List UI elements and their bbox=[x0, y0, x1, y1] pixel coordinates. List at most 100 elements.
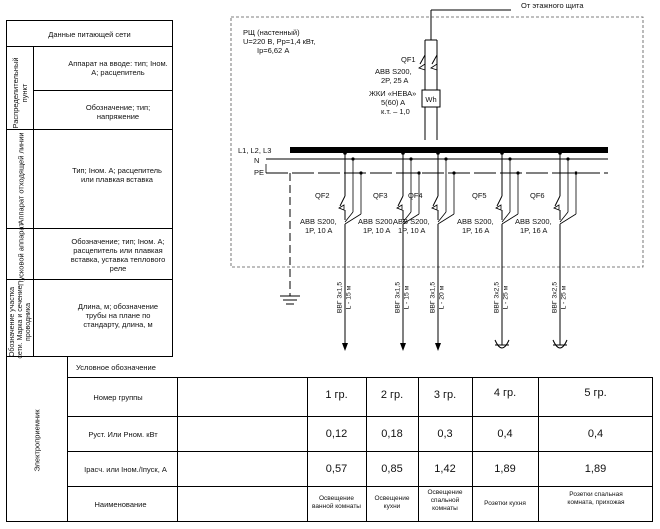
main-breaker-model: ABB S200, bbox=[375, 67, 412, 76]
group-3-name: Освещение спальной комнаты bbox=[427, 489, 463, 512]
branch-4-socket-icon bbox=[494, 339, 510, 349]
branch-3-breaker-rating: 1P, 10 A bbox=[398, 226, 426, 235]
group-2-current: 0,85 bbox=[381, 463, 403, 475]
branch-2-pe-merge bbox=[402, 213, 420, 225]
row-name-label: Наименование bbox=[94, 500, 147, 509]
branch-5-cable-length: L - 25 м bbox=[560, 285, 568, 310]
group-3-current: 1,42 bbox=[434, 463, 456, 475]
branch-3-neutral-merge bbox=[437, 211, 447, 223]
branch-4-neutral-merge bbox=[501, 211, 511, 223]
branch-5-breaker-rating: 1P, 16 A bbox=[520, 226, 548, 235]
branch-5-breaker-trip bbox=[553, 204, 560, 211]
branch-1-breaker-model: ABB S200, bbox=[300, 217, 337, 226]
branch-4-cable-spec: ВВГ 3х2,5 bbox=[493, 281, 501, 314]
group-2-power: 0,18 bbox=[381, 428, 403, 440]
branch-3-arrow-icon bbox=[435, 343, 441, 351]
branch-1-breaker-blade bbox=[339, 195, 346, 207]
row-current-label: Iрасч. или Iном./Iпуск, А bbox=[84, 465, 167, 474]
group-columns: 1 гр. 0,12 0,57 Освещение ванной комнаты… bbox=[307, 377, 653, 522]
label-divider bbox=[177, 377, 178, 522]
branch-5-pe-node bbox=[574, 171, 578, 175]
branch-4-breaker-rating: 1P, 16 A bbox=[462, 226, 490, 235]
branch-1-bus-node bbox=[343, 151, 347, 155]
group-2-name: Освещение кухни bbox=[374, 495, 410, 510]
group-4-number: 4 гр. bbox=[493, 387, 517, 399]
branch-5-neutral-node bbox=[566, 157, 570, 161]
group-5-number: 5 гр. bbox=[584, 387, 607, 399]
panel-title: РЩ (настенный) bbox=[243, 28, 300, 37]
branch-3-cable-length: L - 20 м bbox=[438, 285, 446, 310]
branch-1-breaker-id: QF2 bbox=[315, 191, 330, 200]
branch-1-pe-node bbox=[359, 171, 363, 175]
group-4-power: 0,4 bbox=[497, 428, 513, 440]
branch-1-breaker-rating: 1P, 10 A bbox=[305, 226, 333, 235]
row-number-label: Номер группы bbox=[93, 393, 143, 402]
rp-designation-text: Обозначение; тип; напряжение bbox=[85, 103, 151, 121]
branch-5-breaker-id: QF6 bbox=[530, 191, 545, 200]
group-1-name: Освещение ванной комнаты bbox=[312, 495, 361, 510]
branch-1-cable-length: L - 15 м bbox=[345, 285, 353, 310]
pe-label: PE bbox=[254, 168, 265, 177]
branch-4-breaker-model: ABB S200, bbox=[457, 217, 494, 226]
panel-boundary bbox=[230, 16, 644, 268]
branch-5-bus-node bbox=[558, 151, 562, 155]
meter-class: к.т. – 1,0 bbox=[381, 107, 410, 116]
branch-2-arrow-icon bbox=[400, 343, 406, 351]
branch-3-neutral-node bbox=[444, 157, 448, 161]
branch-5-socket-icon bbox=[552, 339, 568, 349]
group-5-power: 0,4 bbox=[587, 428, 604, 440]
branch-1-neutral-merge bbox=[344, 211, 354, 223]
branch-2-breaker-model: ABB S200, bbox=[358, 217, 395, 226]
branch-5-breaker-model: ABB S200, bbox=[515, 217, 552, 226]
rp-input-text: Аппарат на вводе: тип; Iном. А; расцепит… bbox=[68, 59, 168, 77]
branch-3-pe-merge bbox=[437, 213, 455, 225]
branch-4-breaker-blade bbox=[496, 195, 503, 207]
ground-icon bbox=[280, 295, 300, 305]
branch-5-neutral-merge bbox=[559, 211, 569, 223]
row-power-label: Руст. Или Рном. кВт bbox=[88, 430, 158, 439]
panel-params-2: Iр=6,62 А bbox=[257, 46, 290, 55]
branch-3-cable-spec: ВВГ 3х1,5 bbox=[429, 281, 437, 314]
group-3-number: 3 гр. bbox=[433, 389, 457, 401]
neutral-label: N bbox=[254, 156, 260, 165]
branch-2-pe-node bbox=[417, 171, 421, 175]
branch-2-breaker-rating: 1P, 10 A bbox=[363, 226, 391, 235]
group-1-current: 0,57 bbox=[325, 463, 348, 475]
branch-4-bus-node bbox=[500, 151, 504, 155]
branch-2-cable-spec: ВВГ 3х1,5 bbox=[394, 281, 402, 314]
branch-1-pe-merge bbox=[344, 213, 362, 225]
branch-3-pe-node bbox=[452, 171, 456, 175]
branch-3-breaker-trip bbox=[431, 204, 438, 211]
bus-labels: L1, L2, L3 bbox=[238, 146, 272, 155]
branch-1-neutral-node bbox=[351, 157, 355, 161]
main-breaker-symbol bbox=[418, 54, 438, 71]
group-1-number: 1 гр. bbox=[325, 389, 348, 401]
branch-3-breaker-blade bbox=[432, 195, 439, 207]
group-5-name: Розетки спальная комната, прихожая bbox=[567, 491, 625, 506]
symbol-row-label: Условное обозначение bbox=[76, 363, 156, 372]
branch-5-breaker-blade bbox=[554, 195, 561, 207]
branch-2-neutral-node bbox=[409, 157, 413, 161]
branch-2-breaker-id: QF3 bbox=[373, 191, 388, 200]
branch-1-breaker-trip bbox=[338, 204, 345, 211]
branch-2-bus-node bbox=[401, 151, 405, 155]
branch-2-breaker-blade bbox=[397, 195, 404, 207]
group-1-power: 0,12 bbox=[325, 428, 348, 440]
starter-text: Обозначение; тип; Iном. А; расцепитель и… bbox=[70, 237, 166, 273]
branch-4-pe-node bbox=[516, 171, 520, 175]
branch-5-pe-merge bbox=[559, 213, 577, 225]
branch-4-breaker-id: QF5 bbox=[472, 191, 487, 200]
group-4-name: Розетки кухня bbox=[484, 500, 526, 507]
branch-3-breaker-id: QF4 bbox=[408, 191, 423, 200]
group-5-current: 1,89 bbox=[584, 463, 607, 475]
main-breaker-rating: 2P, 25 A bbox=[381, 76, 409, 85]
table-header: Данные питающей сети bbox=[48, 30, 131, 39]
meter-symbol bbox=[421, 89, 441, 108]
group-2-number: 2 гр. bbox=[380, 389, 404, 401]
feeder-text: Тип; Iном. А; расцепитель или плавкая вс… bbox=[72, 166, 162, 184]
meter-rating: 5(60) A bbox=[381, 98, 406, 107]
meter-label: Wh bbox=[425, 95, 437, 104]
meter-name: ЖКИ «НЕВА» bbox=[369, 89, 417, 98]
branch-5-cable-spec: ВВГ 3х2,5 bbox=[551, 281, 559, 314]
